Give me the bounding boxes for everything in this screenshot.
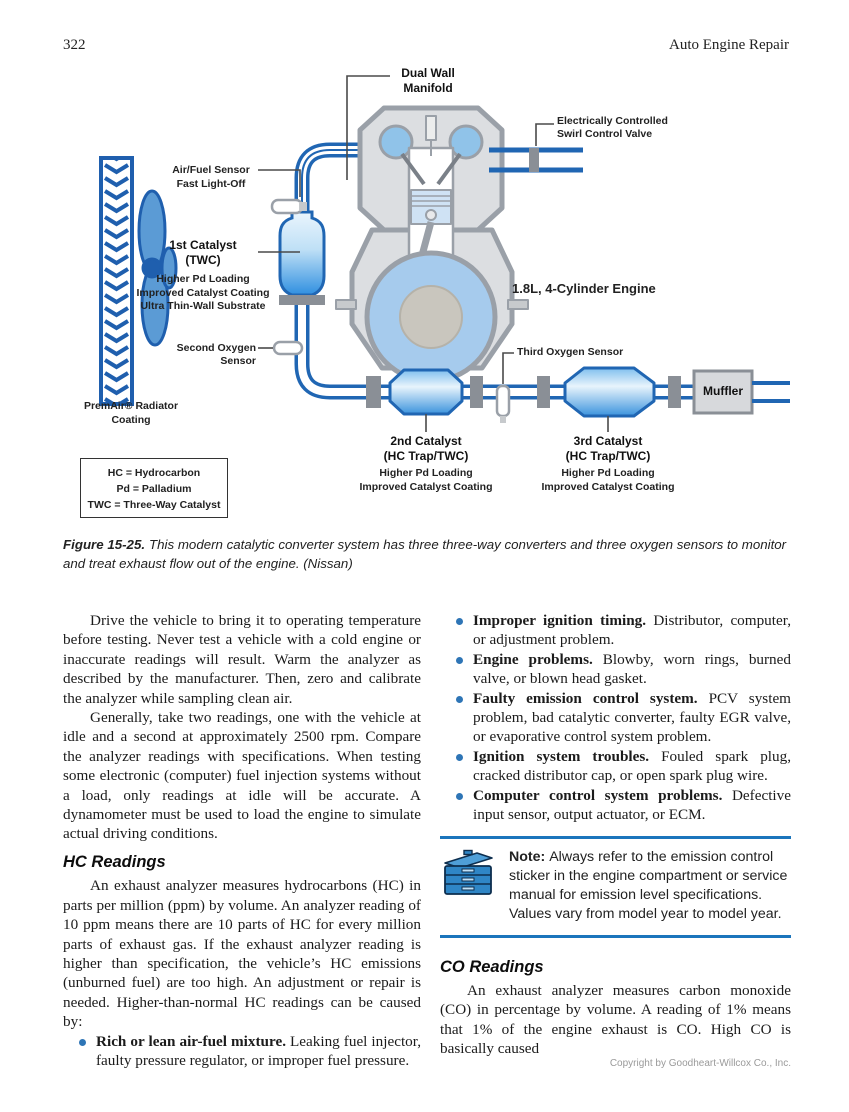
label-second-oxygen-sensor: Second Oxygen Sensor [176, 342, 256, 367]
note-body: Always refer to the emission control sti… [509, 849, 788, 922]
list-item-text: Leaking fuel injector, faulty pressure r… [96, 1032, 421, 1069]
list-item: Ignition system troubles. Fouled spark p… [451, 747, 791, 786]
section-heading-hc: HC Readings [63, 852, 166, 871]
figure-illustration: Dual Wall Manifold Electrically Controll… [0, 62, 849, 536]
label-third-oxygen-sensor: Third Oxygen Sensor [517, 346, 624, 358]
list-item: Faulty emission control system. PCV syst… [451, 689, 791, 747]
list-item-term: Ignition system troubles. [473, 747, 662, 765]
bullet-icon [456, 792, 463, 800]
note-label: Note: [509, 849, 550, 866]
label-dual-wall-manifold: Dual Wall Manifold [401, 66, 455, 95]
bullet-icon [79, 1038, 86, 1046]
running-head: Auto Engine Repair [669, 37, 789, 53]
list-item-text: PCV system problem, bad catalytic conver… [473, 689, 791, 746]
leader-lines [258, 75, 609, 432]
third-oxygen-sensor [495, 384, 511, 423]
list-item-term: Computer control system problems. [473, 786, 732, 804]
radiator [99, 156, 134, 406]
bullet-icon [456, 753, 463, 761]
second-catalyst [388, 368, 464, 416]
swirl-control-valve [529, 148, 539, 172]
label-third-catalyst-details: Higher Pd Loading Improved Catalyst Coat… [541, 467, 675, 493]
piston [410, 189, 452, 225]
muffler-box [692, 369, 754, 415]
paragraph: An exhaust analyzer measures hydrocarbon… [63, 877, 421, 1031]
list-item: Engine problems. Blowby, worn rings, bur… [451, 650, 791, 689]
section-heading-co: CO Readings [440, 957, 544, 976]
bullet-icon [456, 656, 463, 664]
label-premair-radiator: PremAir® Radiator Coating [83, 400, 179, 426]
list-item: Rich or lean air-fuel mixture. Leaking f… [74, 1032, 421, 1071]
list-item-term: Faulty emission control system. [473, 689, 709, 707]
copyright-notice: Copyright by Goodheart-Willcox Co., Inc. [609, 1058, 791, 1069]
right-column: Improper ignition timing. Distributor, c… [440, 611, 791, 1059]
abbreviation-legend: HC = Hydrocarbon Pd = Palladium TWC = Th… [80, 458, 228, 518]
paragraph: An exhaust analyzer measures carbon mono… [440, 982, 791, 1058]
list-item-text: Fouled spark plug, cracked distributor c… [473, 747, 791, 785]
toolbox-icon [440, 848, 498, 903]
list-item-text: Defective input sensor, output actuator,… [473, 786, 791, 824]
figure-caption-text: This modern catalytic converter system h… [63, 537, 787, 571]
label-first-catalyst-details: Higher Pd Loading Improved Catalyst Coat… [136, 273, 270, 313]
figure-number: Figure 15-25. [63, 537, 146, 552]
engine [335, 105, 529, 384]
list-item-term: Engine problems. [473, 650, 603, 668]
page-number: 322 [63, 37, 86, 53]
list-item: Improper ignition timing. Distributor, c… [451, 611, 791, 650]
flange [279, 295, 325, 305]
tail-pipes [752, 381, 790, 403]
label-second-catalyst: 2nd Catalyst (HC Trap/TWC) [383, 434, 469, 463]
cam-port-left [378, 124, 414, 160]
intake-runner [489, 147, 583, 173]
cooling-fan [137, 189, 178, 347]
label-third-catalyst: 3rd Catalyst (HC Trap/TWC) [565, 434, 651, 463]
bullet-icon [456, 618, 463, 625]
bullet-icon [456, 695, 463, 703]
pipe-clamps [366, 376, 681, 408]
paragraph: Drive the vehicle to bring it to operati… [63, 612, 421, 707]
left-column: Drive the vehicle to bring it to operati… [63, 611, 421, 1070]
spark-plug [425, 115, 437, 141]
label-second-catalyst-details: Higher Pd Loading Improved Catalyst Coat… [359, 467, 493, 493]
label-first-catalyst: 1st Catalyst (TWC) [169, 238, 237, 267]
third-catalyst [563, 366, 656, 418]
list-item-term: Improper ignition timing. [473, 612, 654, 629]
air-fuel-sensor [270, 198, 307, 215]
paragraph: Generally, take two readings, one with t… [63, 709, 421, 843]
list-item-term: Rich or lean air-fuel mixture. [96, 1032, 291, 1050]
label-muffler: Muffler [703, 384, 743, 398]
note-box: Note: Always refer to the emission contr… [440, 836, 791, 938]
note-text: Note: Always refer to the emission contr… [509, 848, 789, 923]
list-item-text: Blowby, worn rings, burned valve, or blo… [473, 650, 791, 688]
exhaust-pipe-manifold [294, 142, 374, 212]
catalytic-converter-diagram [99, 75, 790, 432]
label-swirl-valve: Electrically Controlled Swirl Control Va… [557, 115, 668, 140]
first-catalyst [278, 210, 326, 305]
figure-caption: Figure 15-25.This modern catalytic conve… [63, 536, 791, 573]
label-engine: 1.8L, 4-Cylinder Engine [512, 281, 656, 296]
cam-port-right [448, 124, 484, 160]
list-item-text: Distributor, computer, or adjustment pro… [473, 612, 791, 649]
second-oxygen-sensor [272, 340, 304, 356]
label-air-fuel-sensor: Air/Fuel Sensor Fast Light-Off [172, 164, 250, 190]
list-item: Computer control system problems. Defect… [451, 786, 791, 825]
exhaust-pipe-underbody [294, 300, 694, 400]
